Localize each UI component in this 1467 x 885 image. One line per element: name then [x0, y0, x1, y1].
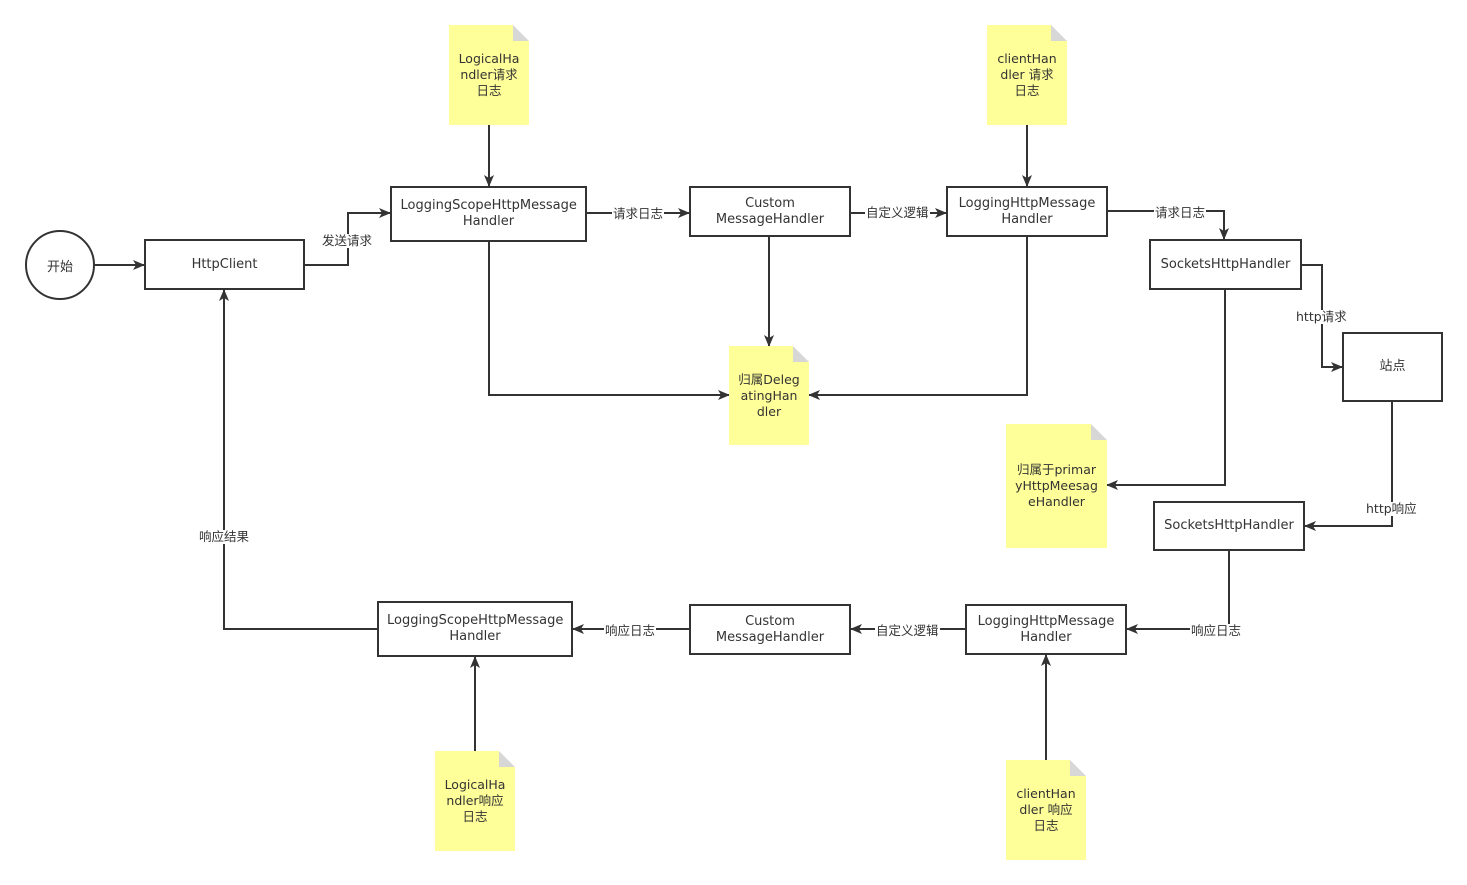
- logical-handler-response-note: LogicalHandler响应日志: [435, 751, 515, 851]
- logical-handler-response-text: LogicalHandler响应日志: [444, 777, 506, 824]
- edge-sockets-resp-to-logging-resp: [1126, 551, 1230, 634]
- client-handler-request-text: clientHandler 请求日志: [997, 51, 1057, 98]
- note-fold-icon: [1051, 25, 1067, 41]
- edge-label-http-response: http响应: [1365, 501, 1418, 516]
- note-fold-icon: [499, 751, 515, 767]
- logging-request-label: LoggingHttpMessage Handler: [958, 195, 1096, 227]
- custom-response-box: Custom MessageHandler: [689, 604, 851, 655]
- edge-logging-to-sockets: [1108, 210, 1229, 240]
- edge-label-http-request: http请求: [1295, 309, 1348, 324]
- httpclient-label: HttpClient: [191, 256, 258, 272]
- client-handler-response-note: clientHandler 响应日志: [1006, 760, 1086, 860]
- primary-handler-note: 归属于primaryHttpMeesageHandler: [1006, 424, 1107, 548]
- client-handler-response-text: clientHandler 响应日志: [1016, 786, 1076, 833]
- edge-label-custom-logic-request: 自定义逻辑: [865, 205, 930, 220]
- custom-response-label: Custom MessageHandler: [715, 613, 825, 645]
- start-node: 开始: [25, 230, 95, 300]
- edge-label-send-request: 发送请求: [321, 233, 374, 248]
- edge-label-response-log-2: 响应日志: [604, 623, 657, 638]
- delegating-handler-note: 归属DelegatingHandler: [729, 346, 809, 445]
- logging-response-box: LoggingHttpMessage Handler: [965, 604, 1127, 655]
- edge-label-response-result: 响应结果: [198, 529, 251, 544]
- edge-site-to-sockets-resp: [1304, 402, 1393, 531]
- logical-handler-request-note: LogicalHandler请求日志: [449, 25, 529, 125]
- note-fold-icon: [513, 25, 529, 41]
- logging-request-box: LoggingHttpMessage Handler: [946, 186, 1108, 237]
- edge-logging-to-delegating: [808, 237, 1028, 400]
- note-fold-icon: [1070, 760, 1086, 776]
- note-fold-icon: [793, 346, 809, 362]
- sockets-request-label: SocketsHttpHandler: [1160, 256, 1291, 272]
- edge-logging-scope-resp-to-httpclient: [219, 289, 377, 630]
- delegating-handler-text: 归属DelegatingHandler: [738, 371, 800, 419]
- logical-handler-request-text: LogicalHandler请求日志: [458, 51, 520, 98]
- logging-response-label: LoggingHttpMessage Handler: [977, 613, 1115, 645]
- edge-logging-scope-to-delegating: [488, 242, 730, 400]
- logging-scope-request-label: LoggingScopeHttpMessage Handler: [400, 198, 577, 229]
- logging-scope-request-box: LoggingScopeHttpMessage Handler: [390, 186, 587, 242]
- edge-sockets-to-primary: [1106, 290, 1226, 490]
- start-label: 开始: [46, 259, 73, 275]
- client-handler-request-note: clientHandler 请求日志: [987, 25, 1067, 125]
- custom-request-label: Custom MessageHandler: [715, 195, 825, 227]
- primary-handler-text: 归属于primaryHttpMeesageHandler: [1015, 462, 1098, 509]
- site-label: 站点: [1379, 359, 1406, 374]
- edge-label-response-log-1: 响应日志: [1190, 623, 1243, 638]
- sockets-request-box: SocketsHttpHandler: [1149, 239, 1302, 290]
- sockets-response-label: SocketsHttpHandler: [1164, 518, 1294, 533]
- logging-scope-response-label: LoggingScopeHttpMessage Handler: [387, 613, 564, 644]
- site-box: 站点: [1342, 332, 1443, 402]
- edge-label-custom-logic-response: 自定义逻辑: [875, 623, 940, 638]
- httpclient-box: HttpClient: [144, 239, 305, 290]
- custom-request-box: Custom MessageHandler: [689, 186, 851, 237]
- edge-label-request-log-1: 请求日志: [612, 206, 665, 221]
- logging-scope-response-box: LoggingScopeHttpMessage Handler: [377, 601, 573, 657]
- edge-label-request-log-2: 请求日志: [1154, 205, 1207, 220]
- note-fold-icon: [1091, 424, 1107, 440]
- sockets-response-box: SocketsHttpHandler: [1153, 501, 1305, 551]
